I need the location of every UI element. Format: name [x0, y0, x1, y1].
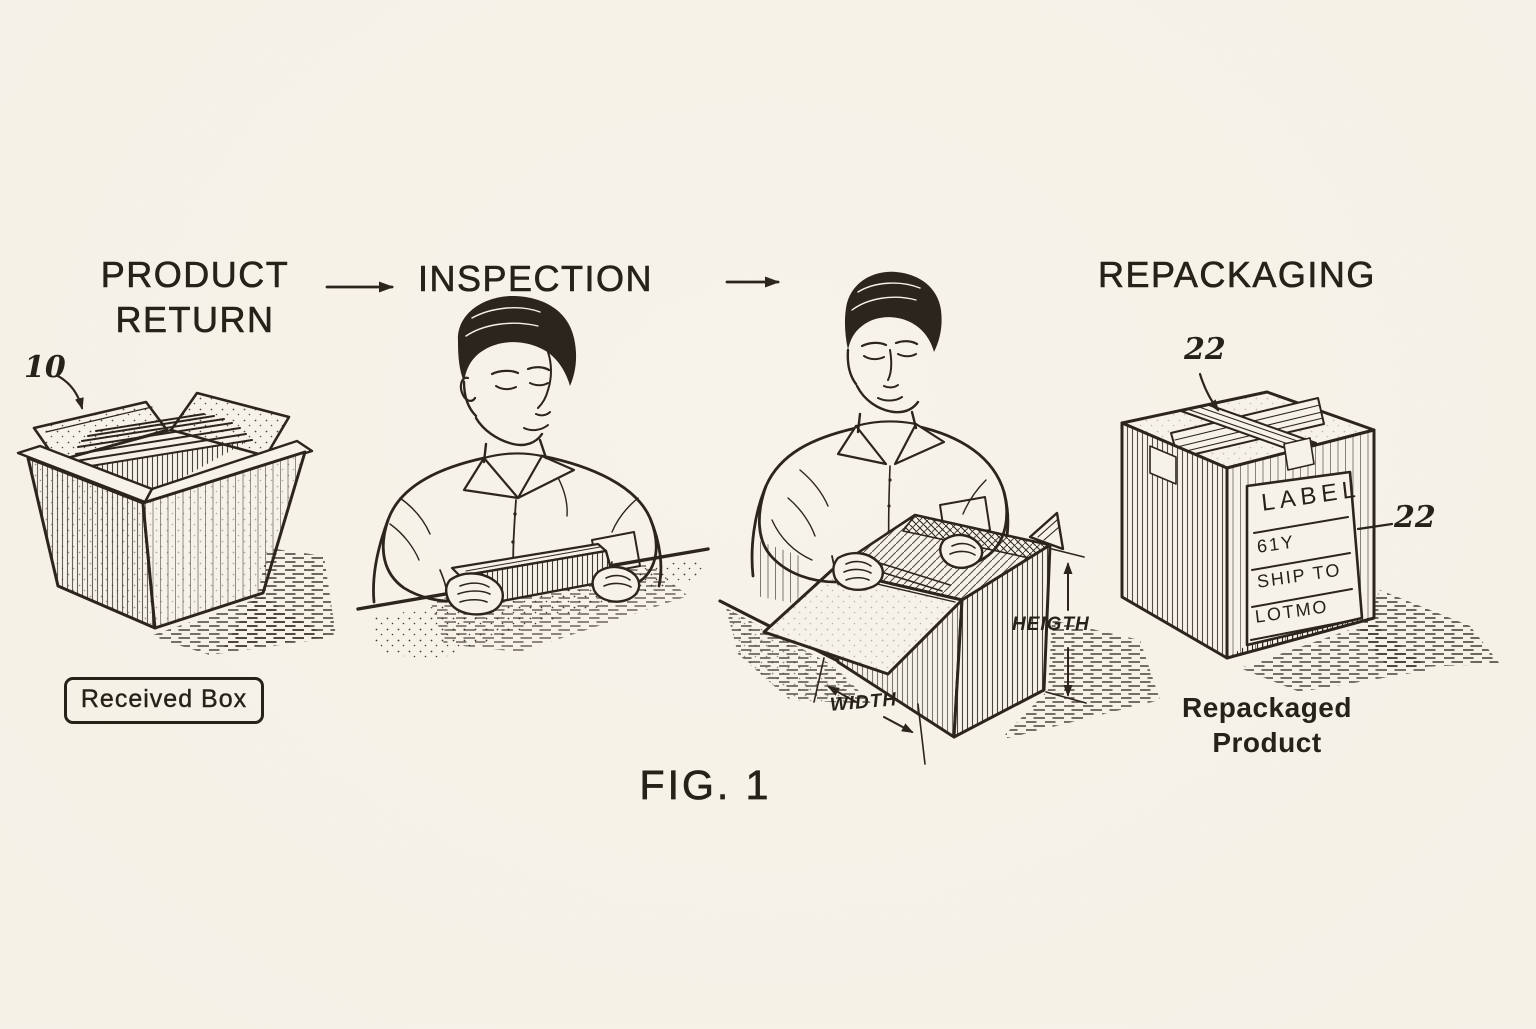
repackaged-box-drawing	[1120, 390, 1500, 692]
inspector-hair	[457, 296, 577, 386]
packer-hair	[844, 271, 942, 352]
packing-drawing	[718, 271, 1160, 765]
ref-number-22-side: 22	[1394, 500, 1436, 535]
height-dimension-arrow	[1045, 548, 1087, 704]
received-box-caption: Received Box	[64, 677, 264, 724]
stage-title-repackaging: REPACKAGING	[1098, 254, 1376, 296]
ref-number-22-top: 22	[1184, 332, 1226, 367]
stage-title-inspection: INSPECTION	[417, 258, 654, 300]
ref-number-10: 10	[24, 350, 66, 385]
received-box-drawing	[16, 391, 336, 655]
height-dimension-label: HEIGTH	[1012, 614, 1090, 635]
ref-10-leader-arrow	[56, 374, 84, 410]
figure-caption: FIG. 1	[639, 762, 772, 809]
ref-22-side-leader	[1356, 522, 1394, 531]
ref-22-top-leader-arrow	[1198, 372, 1220, 412]
repackaged-product-caption: Repackaged Product	[1182, 692, 1352, 758]
packing-box	[762, 511, 1160, 740]
width-dimension-arrow	[813, 657, 926, 765]
stage-title-product-return: PRODUCT RETURN	[100, 254, 290, 341]
inspection-drawing	[356, 296, 710, 662]
